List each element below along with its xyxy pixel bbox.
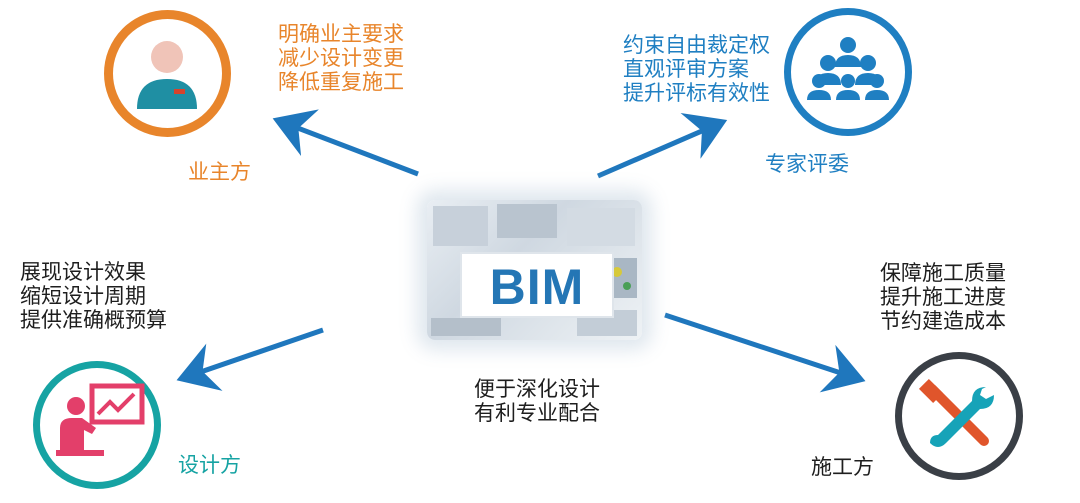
designer-circle	[33, 361, 161, 489]
bim-label-box: BIM	[460, 252, 614, 318]
tools-icon	[918, 378, 994, 447]
experts-benefits: 约束自由裁定权 直观评审方案 提升评标有效性	[623, 33, 770, 105]
bim-model-collage	[431, 204, 637, 336]
center-note: 便于深化设计 有利专业配合	[474, 377, 600, 425]
presenter-icon	[56, 383, 145, 456]
arrow-to-experts	[597, 112, 728, 179]
designer-benefits: 展现设计效果 缩短设计周期 提供准确概预算	[20, 260, 167, 332]
person-icon	[137, 41, 197, 109]
arrow-to-designer	[176, 327, 324, 391]
builder-benefits: 保障施工质量 提升施工进度 节约建造成本	[880, 261, 1006, 333]
arrow-to-builder	[664, 312, 866, 393]
bim-center-card: BIM	[427, 200, 642, 340]
arrow-to-owner	[272, 109, 419, 177]
experts-circle	[784, 8, 912, 136]
owner-circle	[104, 10, 231, 137]
owner-title: 业主方	[188, 160, 251, 184]
experts-title: 专家评委	[765, 152, 849, 176]
team-icon	[807, 37, 889, 100]
builder-title: 施工方	[811, 455, 874, 479]
designer-title: 设计方	[178, 453, 241, 477]
builder-circle	[895, 352, 1023, 480]
bim-label: BIM	[489, 259, 585, 315]
owner-benefits: 明确业主要求 减少设计变更 降低重复施工	[278, 22, 404, 94]
